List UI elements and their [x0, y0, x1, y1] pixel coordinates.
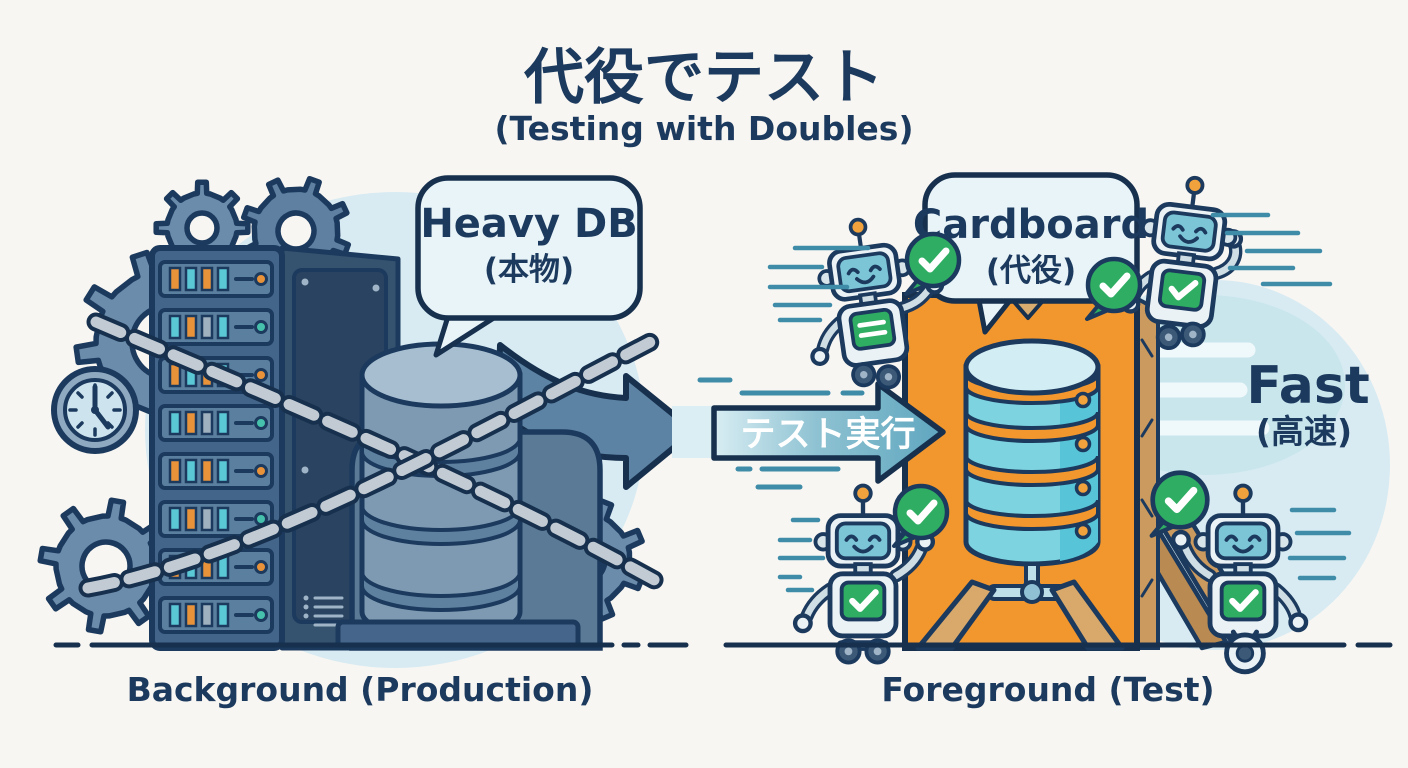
test-run-arrow: テスト実行	[672, 377, 946, 490]
speech-bubble-cardboard: Cardboard (代役)	[913, 172, 1149, 335]
caption-left: Background (Production)	[127, 670, 594, 709]
bubble-text-heavy-db: Heavy DB	[420, 201, 637, 247]
title-japanese: 代役でテスト	[523, 43, 884, 113]
wood-prop-icon	[915, 579, 1125, 651]
right-scene-test: テスト実行 Cardboard (代役)	[672, 171, 1390, 675]
fast-text-en: Fast	[1246, 356, 1369, 416]
chain-icon	[78, 312, 672, 598]
bubble-text-honmono: (本物)	[484, 252, 574, 288]
bubble-text-daiyaku: (代役)	[986, 253, 1076, 289]
fast-label: Fast (高速)	[1246, 356, 1369, 451]
left-scene-production: Heavy DB (本物)	[37, 175, 697, 668]
clock-icon	[51, 366, 139, 454]
title-english: (Testing with Doubles)	[494, 109, 913, 148]
fast-text-jp: (高速)	[1256, 412, 1352, 451]
page-title: 代役でテスト (Testing with Doubles)	[494, 43, 913, 148]
arrow-label: テスト実行	[740, 415, 915, 455]
speed-lines	[767, 212, 1352, 593]
speech-bubble-heavy-db: Heavy DB (本物)	[415, 175, 643, 358]
cardboard-standee	[902, 292, 1160, 651]
caption-right: Foreground (Test)	[881, 670, 1214, 709]
database-icon	[963, 338, 1101, 604]
speed-lines	[697, 377, 865, 490]
